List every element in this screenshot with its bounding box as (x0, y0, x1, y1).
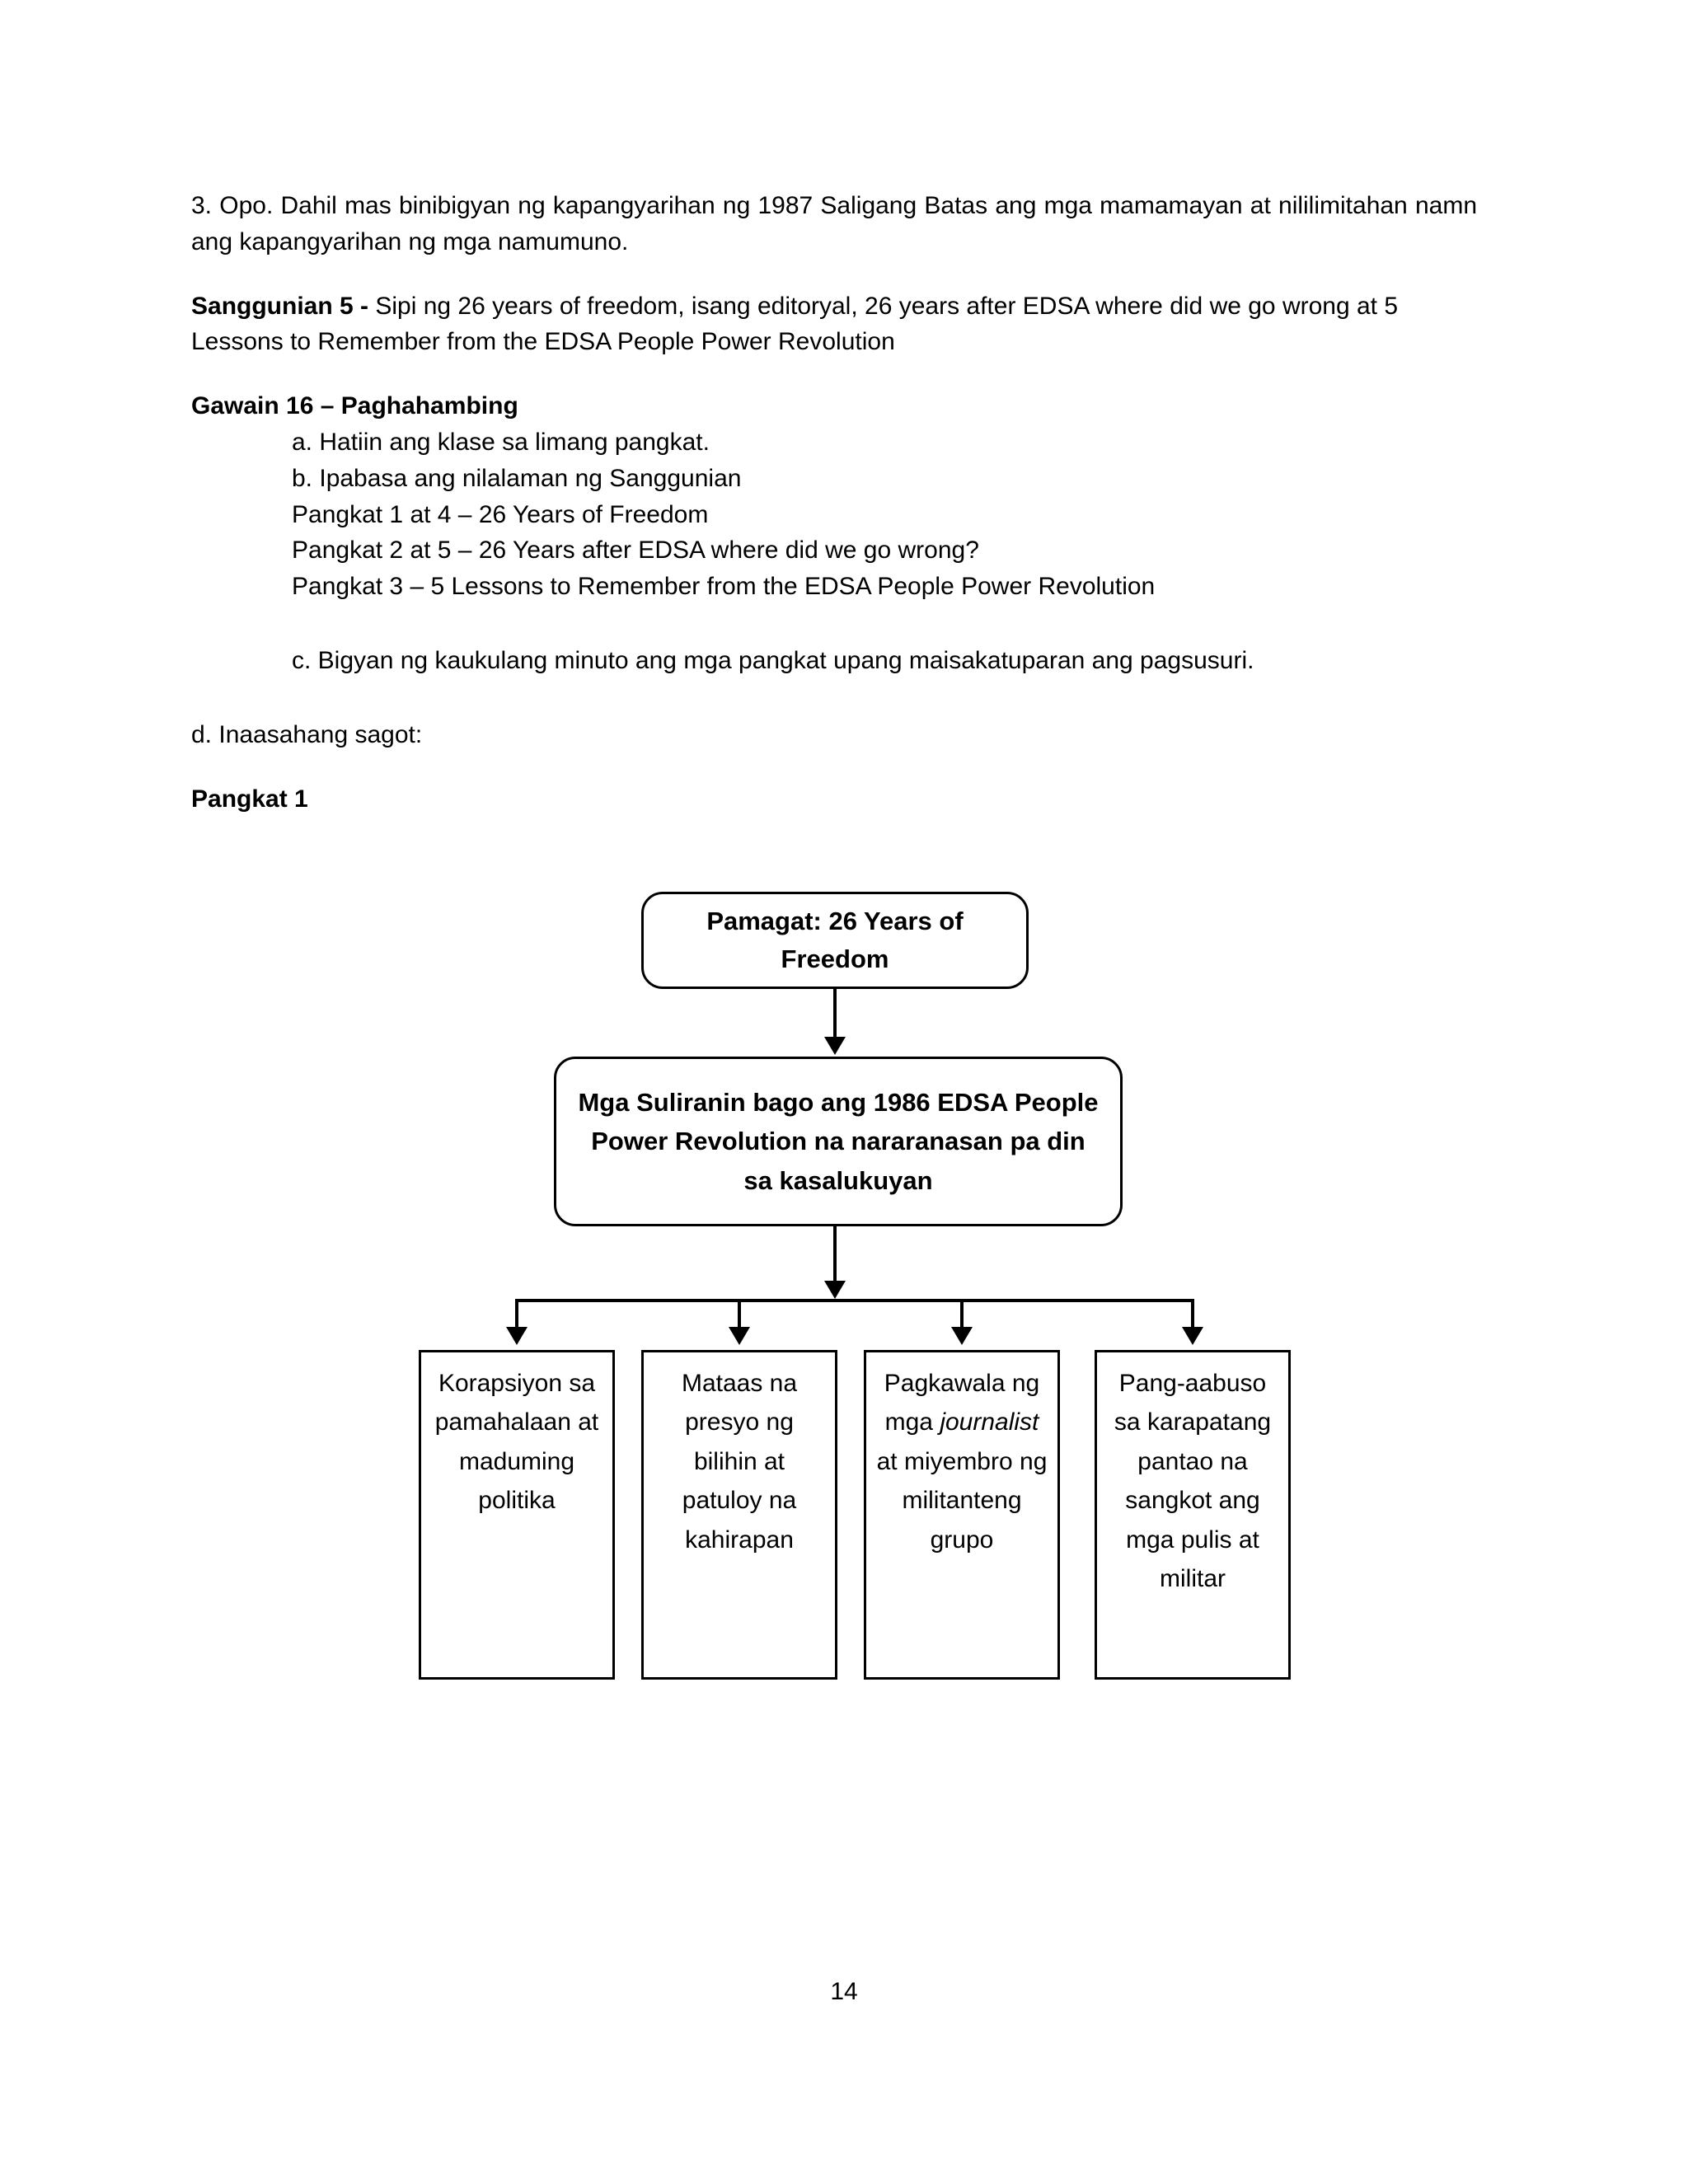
diagram-leaf-1: Korapsiyon sa pamahalaan at maduming pol… (419, 1350, 615, 1680)
concept-map-diagram: Pamagat: 26 Years of Freedom Mga Suliran… (0, 874, 1688, 1706)
spacer (191, 679, 1477, 717)
diagram-leaf-3-label-after: at miyembro ng militanteng grupo (876, 1447, 1048, 1554)
gawain-pangkat-3: Pangkat 3 – 5 Lessons to Remember from t… (292, 573, 1156, 601)
connector-main-to-bus (833, 1226, 837, 1286)
page-number: 14 (830, 1978, 858, 2005)
arrowhead-leaf-2 (729, 1327, 750, 1345)
gawain-pangkat-2-5: Pangkat 2 at 5 – 26 Years after EDSA whe… (292, 537, 979, 565)
diagram-leaf-4-label: Pang-aabuso sa karapatang pantao na sang… (1114, 1370, 1272, 1592)
connector-title-to-main (833, 989, 837, 1038)
gawain-heading: Gawain 16 – Paghahambing (191, 392, 518, 420)
spacer (292, 605, 1477, 643)
document-body: 3. Opo. Dahil mas binibigyan ng kapangya… (191, 188, 1477, 845)
diagram-leaf-1-label: Korapsiyon sa pamahalaan at maduming pol… (434, 1370, 599, 1515)
gawain-step-a: a. Hatiin ang klase sa limang pangkat. (292, 428, 710, 456)
answer-item-3: 3. Opo. Dahil mas binibigyan ng kapangya… (191, 192, 1477, 255)
gawain-step-b: b. Ipabasa ang nilalaman ng Sanggunian (292, 464, 742, 492)
gawain-step-c: c. Bigyan ng kaukulang minuto ang mga pa… (292, 646, 1254, 674)
diagram-leaf-4: Pang-aabuso sa karapatang pantao na sang… (1095, 1350, 1291, 1680)
gawain-pangkat-1-4: Pangkat 1 at 4 – 26 Years of Freedom (292, 500, 709, 528)
diagram-leaf-3-label-before: Pagkawala ng mga (884, 1370, 1040, 1436)
pangkat-1-heading: Pangkat 1 (191, 785, 308, 813)
diagram-node-title: Pamagat: 26 Years of Freedom (641, 892, 1029, 989)
connector-horizontal-bus (515, 1299, 1193, 1302)
sanggunian-paragraph: Sanggunian 5 - Sipi ng 26 years of freed… (191, 288, 1477, 361)
gawain-step-d: d. Inaasahang sagot: (191, 720, 423, 748)
connector-bus-to-leaf-1 (515, 1299, 518, 1332)
sanggunian-label: Sanggunian 5 - (191, 292, 376, 320)
connector-bus-to-leaf-2 (738, 1299, 741, 1332)
diagram-leaf-3: Pagkawala ng mga journalist at miyembro … (864, 1350, 1060, 1680)
arrowhead-leaf-4 (1182, 1327, 1203, 1345)
arrowhead-leaf-1 (506, 1327, 528, 1345)
diagram-leaf-2: Mataas na presyo ng bilihin at patuloy n… (641, 1350, 837, 1680)
gawain-steps: a. Hatiin ang klase sa limang pangkat. b… (292, 424, 1477, 679)
diagram-leaf-3-label: Pagkawala ng mga journalist at miyembro … (874, 1364, 1049, 1559)
arrowhead-leaf-3 (951, 1327, 973, 1345)
diagram-leaf-3-label-italic: journalist (940, 1408, 1039, 1436)
connector-bus-to-leaf-3 (960, 1299, 964, 1332)
connector-bus-to-leaf-4 (1191, 1299, 1194, 1332)
diagram-node-main: Mga Suliranin bago ang 1986 EDSA People … (554, 1057, 1123, 1226)
arrowhead-main-to-bus (824, 1281, 846, 1299)
diagram-leaf-2-label: Mataas na presyo ng bilihin at patuloy n… (681, 1370, 798, 1554)
sanggunian-text: Sipi ng 26 years of freedom, isang edito… (191, 292, 1399, 356)
arrowhead-title-to-main (824, 1037, 846, 1055)
